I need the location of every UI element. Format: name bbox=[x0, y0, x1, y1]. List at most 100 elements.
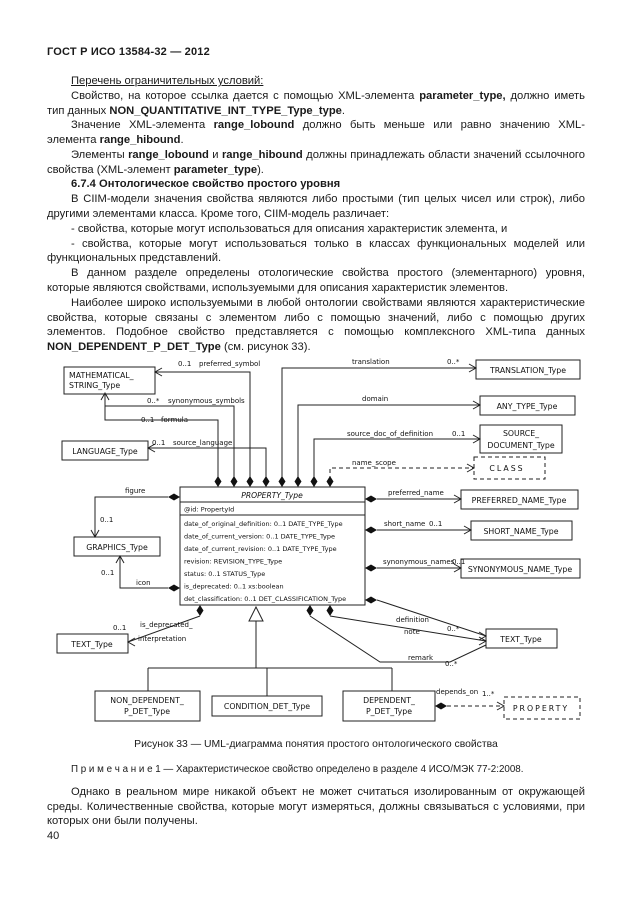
uml-box-non-dependent-p-det-type bbox=[94, 690, 201, 722]
label-synonymous-names-card: 0..1 bbox=[452, 558, 465, 566]
section-heading-6-7-4: 6.7.4 Онтологическое свойство простого у… bbox=[71, 178, 341, 191]
text-segment-bold: range_hibound bbox=[99, 134, 181, 147]
text-segment-bold: range_hibound bbox=[221, 148, 303, 161]
uml-box-graphics-type-label: GRAPHICS_Type bbox=[86, 543, 148, 552]
uml-box-property-ref-label: PROPERTY bbox=[513, 704, 569, 713]
text-segment: . bbox=[341, 104, 345, 117]
page-number: 40 bbox=[47, 830, 60, 842]
paragraph-conditions-title: Перечень ограничительных условий: bbox=[47, 74, 585, 89]
label-depends-on: depends_on bbox=[436, 688, 478, 696]
uml-box-dependent-label2: P_DET_Type bbox=[366, 707, 412, 716]
uml-box-graphics-type bbox=[73, 536, 161, 557]
uml-edges bbox=[94, 367, 504, 707]
edge-note bbox=[329, 615, 487, 642]
label-icon: icon bbox=[136, 579, 151, 587]
uml-box-mathematical-string-type-label2: STRING_Type bbox=[69, 381, 120, 390]
label-figure: figure bbox=[125, 487, 145, 495]
edge-definition bbox=[376, 599, 487, 637]
uml-box-any-type-label: ANY_TYPE_Type bbox=[497, 402, 558, 411]
uml-box-text-type-right-label: TEXT_Type bbox=[499, 635, 542, 644]
document-header: ГОСТ Р ИСО 13584-32 — 2012 bbox=[47, 46, 210, 58]
text-segment: и bbox=[208, 148, 222, 161]
uml-box-property-ref bbox=[503, 696, 581, 720]
property-attr-date-original: date_of_original_definition: 0..1 DATE_T… bbox=[184, 520, 343, 528]
label-source-doc-card: 0..1 bbox=[452, 430, 465, 438]
edge-icon bbox=[119, 555, 168, 589]
label-short-name: short_name bbox=[384, 520, 425, 528]
edge-source-language bbox=[148, 447, 267, 487]
edge-domain bbox=[297, 404, 480, 487]
figure-caption: Рисунок 33 — UML-диаграмма понятия прост… bbox=[134, 738, 498, 750]
label-translation-card: 0..* bbox=[447, 358, 460, 366]
paragraph: Наиболее широко используемыми в любой он… bbox=[47, 296, 585, 355]
paragraph-list-item: - свойства, которые могут использоваться… bbox=[71, 222, 508, 235]
label-preferred-name: preferred_name bbox=[388, 489, 444, 497]
uml-box-short-name-type-label: SHORT_NAME_Type bbox=[483, 527, 558, 536]
uml-box-mathematical-string-type-label1: MATHEMATICAL_ bbox=[69, 371, 134, 380]
edge-translation bbox=[281, 367, 476, 487]
uml-box-translation-type bbox=[475, 359, 581, 380]
label-name-scope: name_scope bbox=[352, 459, 396, 467]
arrowheads bbox=[90, 363, 506, 711]
text-segment: Значение XML-элемента bbox=[71, 119, 214, 132]
uml-box-non-dependent-label2: P_DET_Type bbox=[124, 707, 170, 716]
label-note: note bbox=[404, 628, 420, 636]
uml-edge-labels: 0..1 formula 0..* synonymous_symbols 0..… bbox=[100, 358, 495, 698]
text-segment: Наиболее широко используемыми в любой он… bbox=[47, 296, 585, 339]
edge-remark bbox=[309, 615, 487, 663]
text-segment-bold: range_lobound bbox=[213, 119, 295, 132]
note-1: П р и м е ч а н и е 1 — Характеристическ… bbox=[71, 763, 524, 775]
edge-preferred-symbol bbox=[155, 371, 251, 487]
paragraph: Элементы range_lobound и range_hibound д… bbox=[47, 148, 585, 178]
label-definition: definition bbox=[396, 616, 429, 624]
aggregation-diamonds bbox=[168, 475, 447, 710]
text-segment-bold: parameter_type bbox=[173, 163, 258, 176]
uml-box-non-dependent-label1: NON_DEPENDENT_ bbox=[110, 696, 184, 705]
uml-box-property-type bbox=[179, 486, 366, 606]
label-remark-card: 0..* bbox=[445, 660, 458, 668]
label-icon-card: 0..1 bbox=[101, 569, 114, 577]
label-source-language-card: 0..1 bbox=[152, 439, 165, 447]
label-figure-card: 0..1 bbox=[100, 516, 113, 524]
label-synonymous-symbols: synonymous_symbols bbox=[168, 397, 245, 405]
conditions-title-text: Перечень ограничительных условий: bbox=[71, 75, 264, 87]
uml-box-preferred-name-type-label: PREFERRED_NAME_Type bbox=[472, 496, 567, 505]
uml-box-language-type-label: LANGUAGE_Type bbox=[72, 447, 138, 456]
label-depends-on-card: 1..* bbox=[482, 690, 495, 698]
text-segment-bold: NON_QUANTITATIVE_INT_TYPE_Type_type bbox=[109, 104, 342, 117]
uml-box-source-document-type-label1: SOURCE_ bbox=[503, 429, 539, 438]
property-attr-status: status: 0..1 STATUS_Type bbox=[184, 570, 265, 578]
edge-is-deprecated-interpretation bbox=[127, 615, 201, 643]
property-attr-date-version: date_of_current_version: 0..1 DATE_TYPE_… bbox=[184, 532, 335, 540]
uml-box-condition-det-type-label: CONDITION_DET_Type bbox=[224, 702, 310, 711]
property-attr-date-revision: date_of_current_revision: 0..1 DATE_TYPE… bbox=[184, 545, 337, 553]
uml-box-mathematical-string-type bbox=[63, 366, 156, 395]
label-is-deprecated-line2: interpretation bbox=[138, 635, 186, 643]
uml-box-translation-type-label: TRANSLATION_Type bbox=[489, 366, 566, 375]
label-domain: domain bbox=[362, 395, 388, 403]
property-attr-is-deprecated: is_deprecated: 0..1 xs:boolean bbox=[184, 582, 284, 590]
label-formula: formula bbox=[161, 416, 188, 424]
text-segment: должно иметь тип данных bbox=[47, 89, 585, 117]
text-segment-bold: NON_DEPENDENT_P_DET_Type bbox=[47, 341, 221, 354]
edge-figure bbox=[94, 496, 168, 537]
label-remark: remark bbox=[408, 654, 434, 662]
edge-source-doc bbox=[313, 438, 480, 487]
label-is-deprecated-card: 0..1 bbox=[113, 624, 126, 632]
uml-box-language-type bbox=[61, 440, 149, 461]
label-synonymous-symbols-card: 0..* bbox=[147, 397, 160, 405]
label-translation: translation bbox=[352, 358, 390, 366]
uml-boxes: MATHEMATICAL_ STRING_Type TRANSLATION_Ty… bbox=[56, 359, 581, 722]
figure-33: MATHEMATICAL_ STRING_Type TRANSLATION_Ty… bbox=[0, 355, 630, 735]
text-segment: должно быть меньше или равно значению XM… bbox=[47, 119, 585, 147]
uml-box-source-document-type bbox=[479, 424, 563, 454]
uml-box-text-type-left bbox=[56, 633, 129, 654]
uml-diagram: MATHEMATICAL_ STRING_Type TRANSLATION_Ty… bbox=[56, 358, 581, 722]
text-segment: Элементы bbox=[71, 148, 129, 161]
label-preferred-symbol-card: 0..1 bbox=[178, 360, 191, 368]
label-source-doc: source_doc_of_definition bbox=[347, 430, 433, 438]
property-attr-det-classification: det_classification: 0..1 DET_CLASSIFICAT… bbox=[184, 595, 346, 603]
edge-name-scope bbox=[329, 467, 474, 487]
paragraph: В данном разделе определены отологически… bbox=[47, 267, 585, 294]
label-preferred-symbol: preferred_symbol bbox=[199, 360, 260, 368]
